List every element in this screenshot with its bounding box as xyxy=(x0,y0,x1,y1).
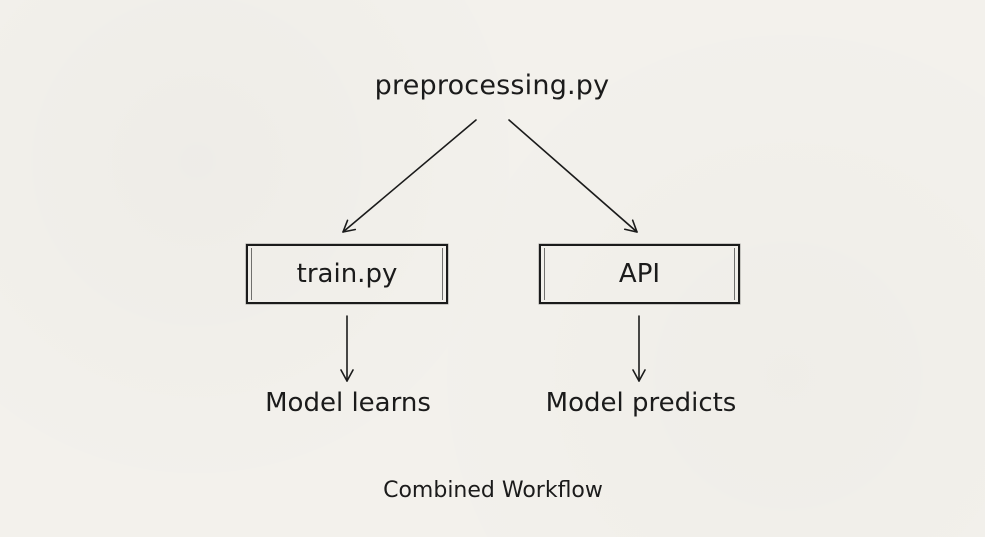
api-node-box: API xyxy=(539,244,740,304)
train-node-label: train.py xyxy=(296,259,398,289)
diagram-caption: Combined Workflow xyxy=(383,478,603,503)
api-node-label: API xyxy=(618,259,661,289)
train-node-box: train.py xyxy=(246,244,448,304)
source-node-label: preprocessing.py xyxy=(374,70,610,101)
arrow-source-to-api xyxy=(508,119,638,233)
outcome-model-learns: Model learns xyxy=(265,388,431,418)
outcome-model-predicts: Model predicts xyxy=(545,388,737,418)
arrow-source-to-train xyxy=(342,119,477,233)
